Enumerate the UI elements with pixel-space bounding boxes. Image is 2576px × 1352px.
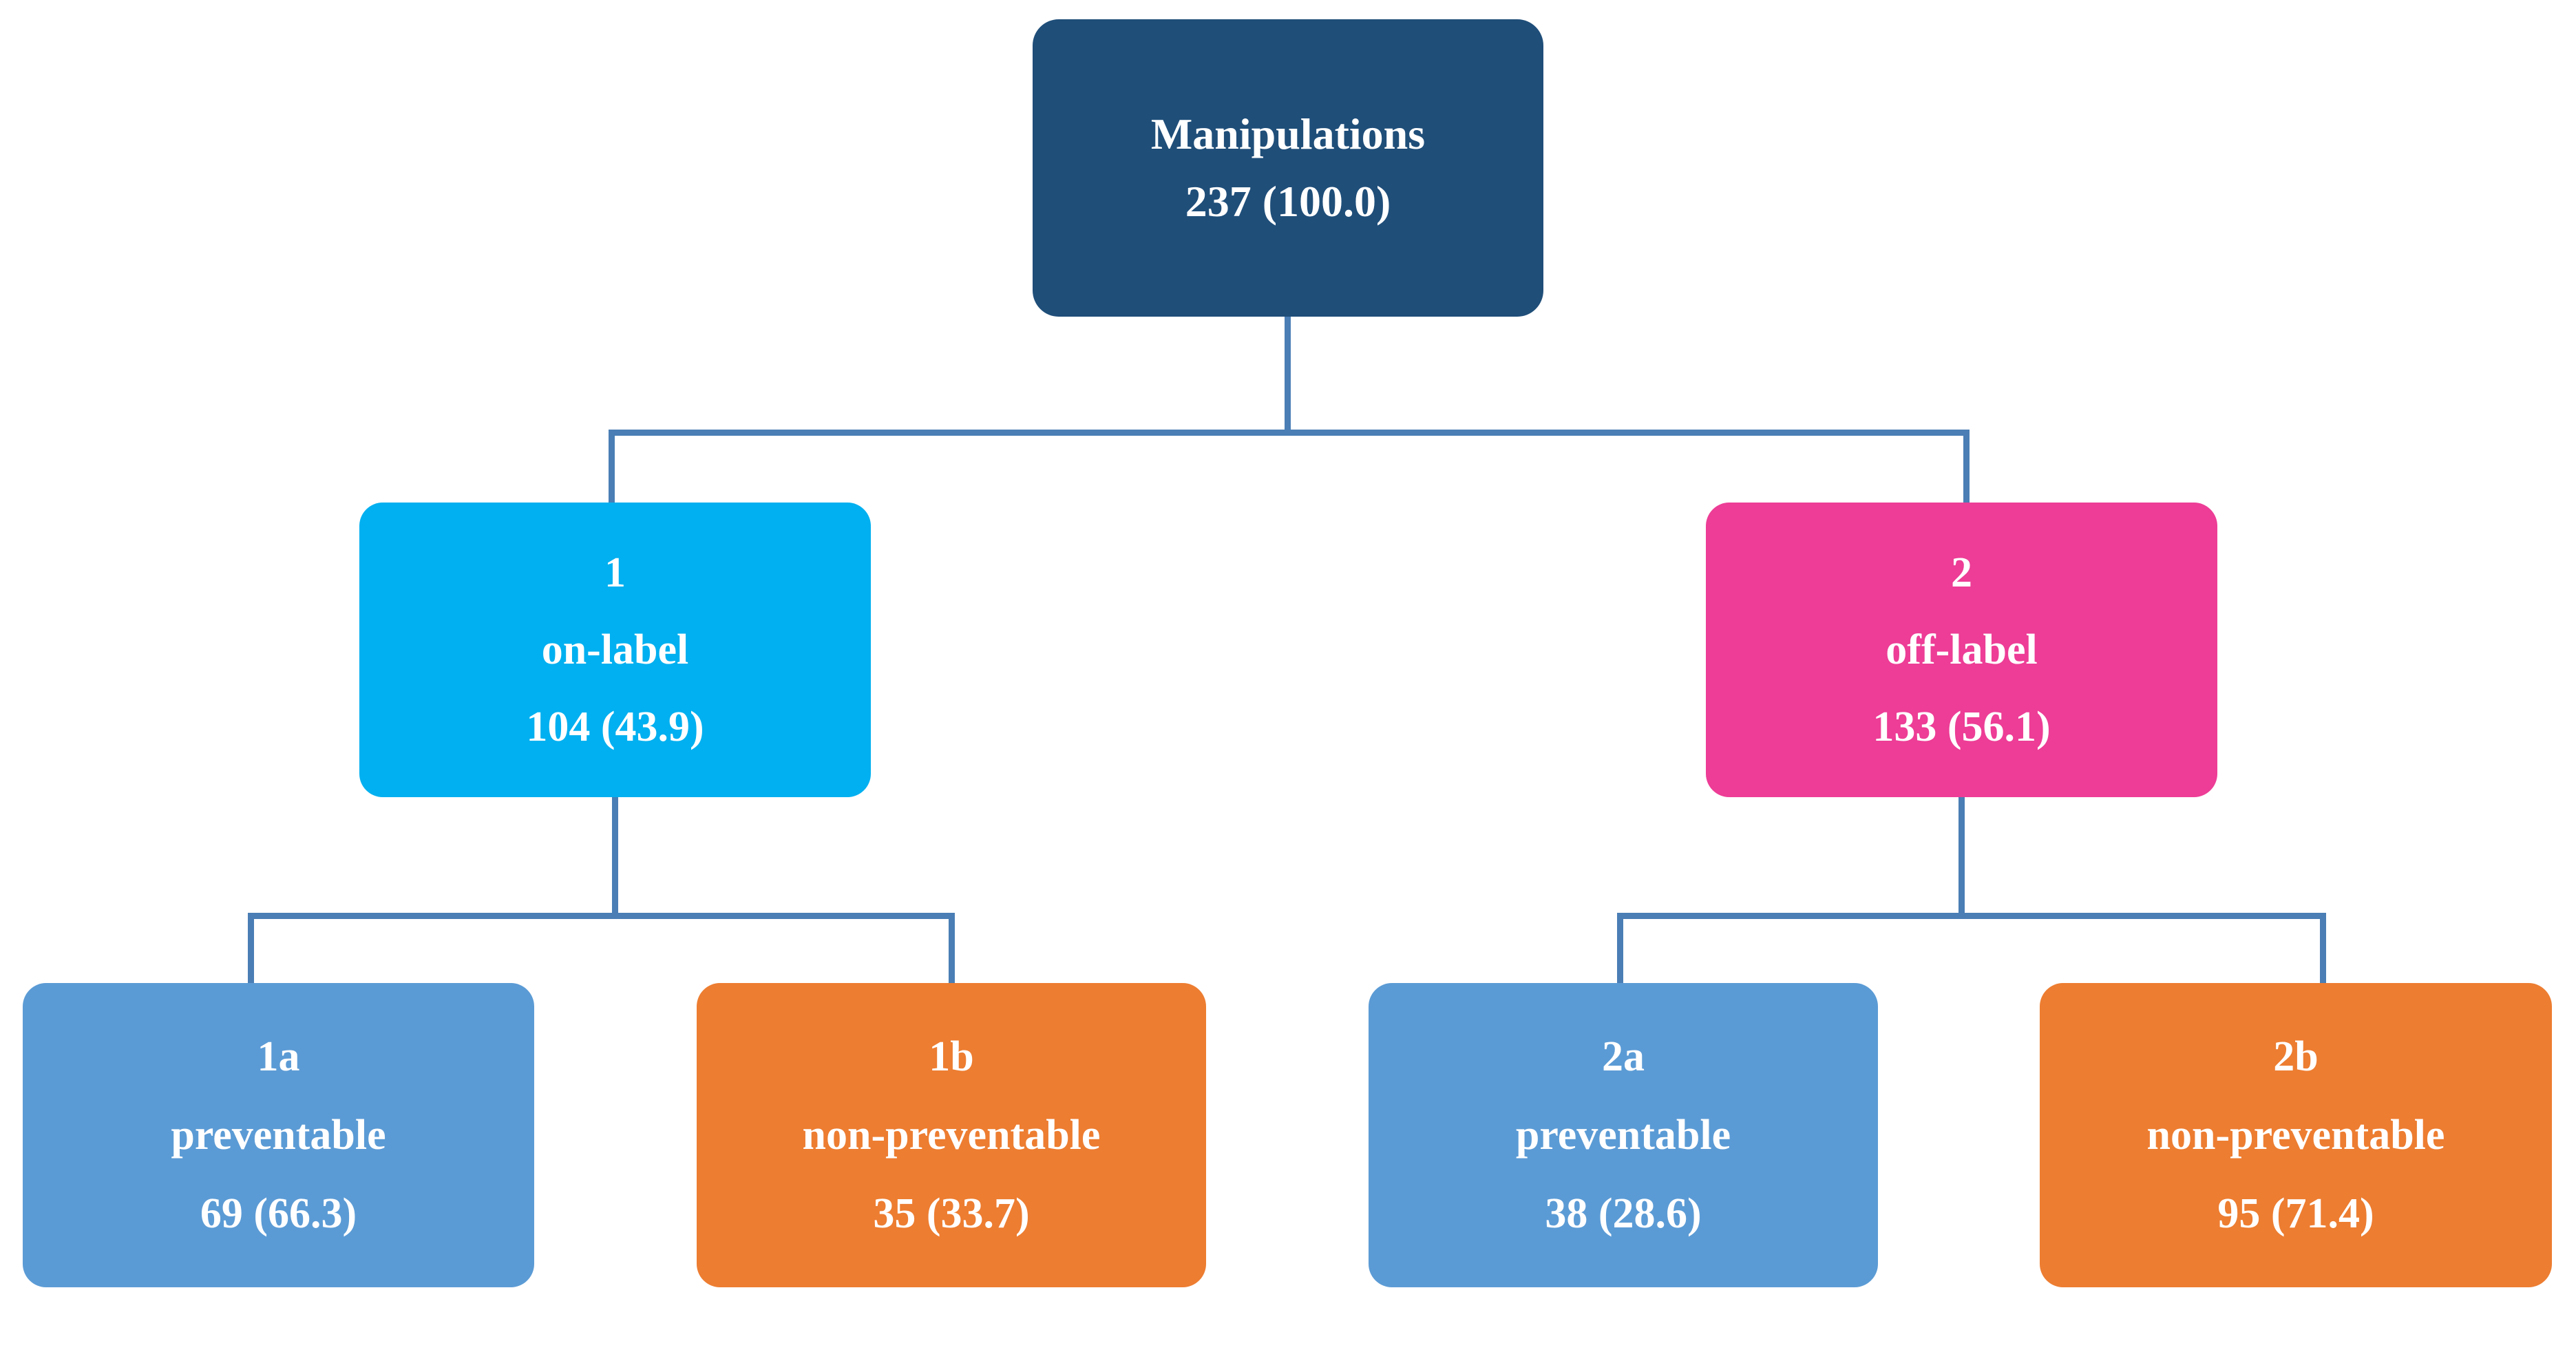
connector-root-to-node2 [1963, 430, 1970, 505]
connector-node1-to-node1a [248, 913, 254, 986]
node-2a-label: preventable [1515, 1112, 1731, 1159]
connector-node2-to-node2b [2320, 913, 2326, 986]
node-1b-code: 1b [929, 1033, 974, 1080]
node-1a-code: 1a [257, 1033, 300, 1080]
node-on-label-code: 1 [604, 549, 626, 596]
connector-node1-bar [248, 913, 955, 919]
node-on-label-label: on-label [541, 626, 689, 673]
node-2b-non-preventable[interactable]: 2b non-preventable 95 (71.4) [2040, 983, 2552, 1287]
node-manipulations-label: Manipulations [1150, 109, 1426, 158]
node-1b-label: non-preventable [802, 1112, 1101, 1159]
node-2a-value: 38 (28.6) [1545, 1190, 1702, 1237]
node-on-label[interactable]: 1 on-label 104 (43.9) [359, 503, 871, 797]
node-2a-preventable[interactable]: 2a preventable 38 (28.6) [1369, 983, 1878, 1287]
node-off-label-value: 133 (56.1) [1872, 704, 2051, 750]
connector-node1-to-node1b [949, 913, 955, 986]
node-2b-value: 95 (71.4) [2217, 1190, 2374, 1237]
node-1a-label: preventable [171, 1112, 386, 1159]
node-2b-label: non-preventable [2146, 1112, 2445, 1159]
node-off-label-code: 2 [1951, 549, 1972, 596]
node-off-label-label: off-label [1886, 626, 2038, 673]
connector-root-to-node1 [609, 430, 615, 505]
connector-root-stem [1285, 317, 1291, 432]
node-2b-code: 2b [2273, 1033, 2319, 1080]
node-on-label-value: 104 (43.9) [526, 704, 704, 750]
node-1a-preventable[interactable]: 1a preventable 69 (66.3) [23, 983, 534, 1287]
connector-node2-stem [1959, 797, 1965, 916]
connector-node1-stem [612, 797, 618, 916]
node-manipulations[interactable]: Manipulations 237 (100.0) [1033, 19, 1543, 317]
node-off-label[interactable]: 2 off-label 133 (56.1) [1706, 503, 2217, 797]
connector-root-bar [609, 430, 1970, 436]
node-2a-code: 2a [1602, 1033, 1645, 1080]
node-1a-value: 69 (66.3) [200, 1190, 357, 1237]
connector-node2-bar [1617, 913, 2326, 919]
node-1b-non-preventable[interactable]: 1b non-preventable 35 (33.7) [697, 983, 1206, 1287]
connector-node2-to-node2a [1617, 913, 1623, 986]
node-manipulations-value: 237 (100.0) [1185, 177, 1391, 226]
node-1b-value: 35 (33.7) [873, 1190, 1030, 1237]
